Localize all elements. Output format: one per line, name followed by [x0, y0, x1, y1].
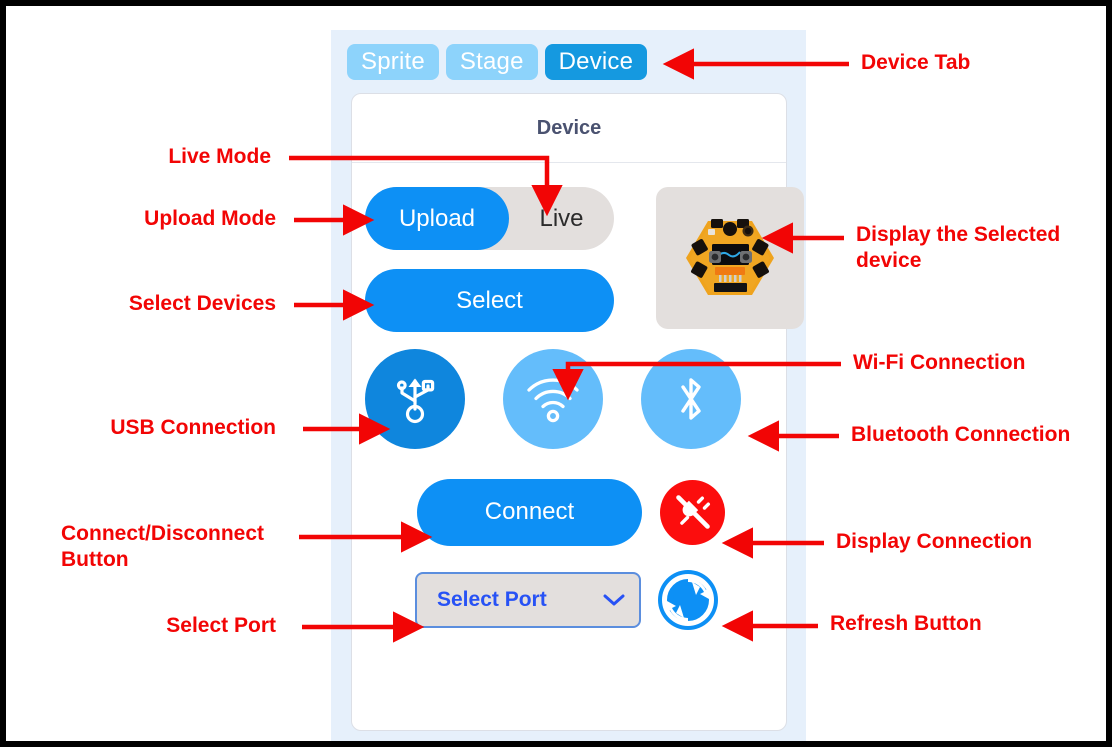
annotation-live-mode: Live Mode: [168, 145, 271, 168]
wifi-connection-button[interactable]: [503, 349, 603, 449]
annotation-bluetooth: Bluetooth Connection: [851, 423, 1071, 446]
device-panel: Sprite Stage Device Device Upload Live: [331, 30, 806, 741]
mode-toggle[interactable]: Upload Live: [365, 187, 614, 250]
tab-stage[interactable]: Stage: [445, 44, 538, 80]
annotation-device-tab: Device Tab: [861, 51, 971, 74]
tab-sprite[interactable]: Sprite: [347, 44, 439, 80]
usb-icon: [396, 378, 435, 424]
annotation-display-connection: Display Connection: [836, 530, 1033, 553]
annotation-wifi-connection: Wi-Fi Connection: [853, 351, 1026, 374]
bluetooth-connection-button[interactable]: [641, 349, 741, 449]
annotation-select-port: Select Port: [166, 614, 276, 637]
annotation-display-selected: Display the Selected device: [856, 223, 1061, 272]
mode-live-label: Live: [539, 204, 584, 232]
mode-row: Upload Live Select: [365, 187, 804, 332]
tab-sprite-label: Sprite: [361, 48, 425, 75]
mode-live-option[interactable]: Live: [509, 187, 614, 250]
page-title: Device: [536, 117, 602, 139]
mode-upload-option[interactable]: Upload: [365, 187, 509, 250]
tab-device-label: Device: [558, 48, 634, 75]
select-device-button[interactable]: Select: [365, 269, 614, 332]
tab-bar: Sprite Stage Device: [347, 44, 648, 80]
connection-status-badge: [660, 479, 725, 545]
annotation-connect-disconnect: Connect/Disconnect Button: [61, 522, 265, 571]
card-divider: [352, 162, 786, 163]
port-row: Select Port: [415, 564, 775, 636]
tab-device[interactable]: Device: [544, 44, 648, 80]
selected-device-thumbnail[interactable]: [656, 187, 804, 329]
connect-row: Connect: [417, 477, 777, 547]
usb-connection-button[interactable]: [365, 349, 465, 449]
refresh-button[interactable]: [655, 567, 721, 633]
bluetooth-icon: [681, 378, 701, 420]
mode-upload-label: Upload: [398, 204, 476, 232]
annotation-upload-mode: Upload Mode: [144, 207, 276, 230]
hexagonal-orange-board-icon: [686, 219, 774, 295]
annotation-usb-connection: USB Connection: [110, 416, 276, 439]
select-port-value: Select Port: [437, 588, 547, 611]
connect-button[interactable]: Connect: [417, 478, 642, 546]
plug-disconnected-icon: [675, 495, 710, 529]
refresh-icon: [658, 570, 718, 630]
wifi-icon: [527, 378, 579, 423]
tab-stage-label: Stage: [459, 48, 524, 75]
select-port-dropdown[interactable]: Select Port: [415, 572, 641, 628]
annotation-select-devices: Select Devices: [128, 292, 276, 315]
device-card: Device Upload Live Select: [351, 93, 804, 731]
connection-type-row: [365, 349, 775, 449]
chevron-down-icon: [603, 594, 625, 606]
annotation-refresh-button: Refresh Button: [830, 612, 982, 635]
